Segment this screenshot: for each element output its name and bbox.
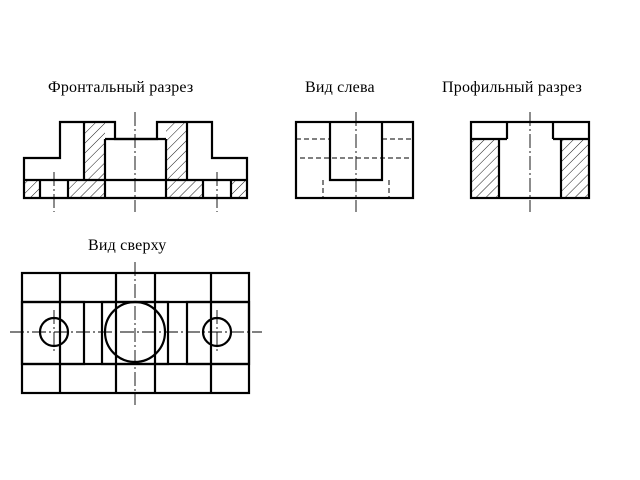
- frontal-hatch-left-base: [24, 180, 40, 198]
- top-view-caption: Вид сверху: [88, 237, 167, 254]
- left-view: [294, 112, 415, 212]
- frontal-hatch-right-wall: [166, 122, 203, 198]
- top-view-outline: [20, 271, 251, 395]
- top-view-left-boss: [20, 300, 86, 366]
- frontal-hatch-left-wall: [68, 122, 105, 198]
- left-view-outline: [294, 120, 415, 200]
- frontal-outline: [22, 120, 249, 200]
- profile-hatch-right: [561, 139, 589, 198]
- profile-section-caption: Профильный разрез: [442, 79, 583, 96]
- frontal-hatch-right-base: [231, 180, 247, 198]
- left-view-caption: Вид слева: [305, 79, 375, 96]
- frontal-section-caption: Фронтальный разрез: [48, 79, 194, 96]
- profile-section-view: [469, 112, 591, 212]
- frontal-section-view: [22, 112, 249, 212]
- profile-hatch-left: [471, 139, 499, 198]
- top-view-right-boss: [185, 300, 251, 366]
- top-view: [10, 262, 262, 405]
